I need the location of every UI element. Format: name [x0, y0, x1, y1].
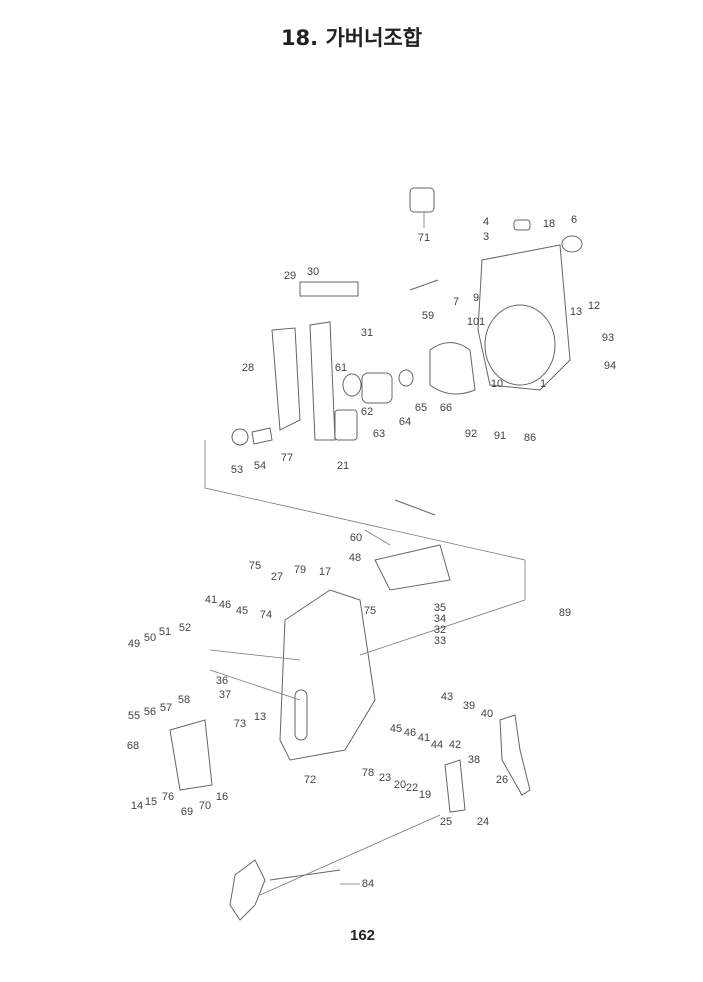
upper-housing [409, 187, 583, 391]
part-label-26: 26 [495, 774, 509, 786]
part-label-22: 22 [405, 782, 419, 794]
part-label-61: 61 [334, 362, 348, 374]
part-label-12: 12 [587, 300, 601, 312]
part-label-41: 41 [204, 594, 218, 606]
part-label-10: 10 [490, 378, 504, 390]
part-label-3: 3 [482, 231, 490, 243]
part-label-74: 74 [259, 609, 273, 621]
part-label-42: 42 [448, 739, 462, 751]
part-label-14: 14 [130, 800, 144, 812]
levers [231, 279, 439, 446]
part-label-28: 28 [241, 362, 255, 374]
leader-lines [204, 212, 526, 896]
part-label-71: 71 [417, 232, 431, 244]
part-label-20: 20 [393, 779, 407, 791]
part-label-43: 43 [440, 691, 454, 703]
part-label-86: 86 [523, 432, 537, 444]
part-label-46: 46 [218, 599, 232, 611]
part-label-52: 52 [178, 622, 192, 634]
part-label-38: 38 [467, 754, 481, 766]
part-label-50: 50 [143, 632, 157, 644]
part-label-69: 69 [180, 806, 194, 818]
part-label-62: 62 [360, 406, 374, 418]
part-label-91: 91 [493, 430, 507, 442]
part-label-78: 78 [361, 767, 375, 779]
part-label-6: 6 [570, 214, 578, 226]
part-label-63: 63 [372, 428, 386, 440]
part-label-56: 56 [143, 706, 157, 718]
part-label-75: 75 [363, 605, 377, 617]
part-label-53: 53 [230, 464, 244, 476]
part-label-73: 73 [233, 718, 247, 730]
part-label-49: 49 [127, 638, 141, 650]
part-label-34: 34 [433, 613, 447, 625]
part-label-1: 1 [539, 378, 547, 390]
part-label-57: 57 [159, 702, 173, 714]
part-label-76: 76 [161, 791, 175, 803]
lower-housing [169, 499, 531, 921]
part-label-55: 55 [127, 710, 141, 722]
part-label-9: 9 [472, 292, 480, 304]
part-label-13: 13 [253, 711, 267, 723]
part-label-93: 93 [601, 332, 615, 344]
part-label-33: 33 [433, 635, 447, 647]
part-label-18: 18 [542, 218, 556, 230]
part-label-24: 24 [476, 816, 490, 828]
page-number: 162 [350, 927, 376, 944]
part-label-66: 66 [439, 402, 453, 414]
part-label-70: 70 [198, 800, 212, 812]
part-label-77: 77 [280, 452, 294, 464]
part-label-39: 39 [462, 700, 476, 712]
part-label-94: 94 [603, 360, 617, 372]
part-label-13: 13 [569, 306, 583, 318]
part-label-46: 46 [403, 727, 417, 739]
part-label-54: 54 [253, 460, 267, 472]
part-label-72: 72 [303, 774, 317, 786]
part-label-41: 41 [417, 732, 431, 744]
part-label-27: 27 [270, 571, 284, 583]
part-label-89: 89 [558, 607, 572, 619]
part-label-45: 45 [235, 605, 249, 617]
part-label-40: 40 [480, 708, 494, 720]
part-label-17: 17 [318, 566, 332, 578]
page-title: 18. 가버너조합 [280, 26, 423, 50]
part-label-92: 92 [464, 428, 478, 440]
part-label-37: 37 [218, 689, 232, 701]
part-label-101: 101 [466, 316, 486, 328]
part-label-23: 23 [378, 772, 392, 784]
part-label-59: 59 [421, 310, 435, 322]
part-label-30: 30 [306, 266, 320, 278]
part-label-65: 65 [414, 402, 428, 414]
part-label-32: 32 [433, 624, 447, 636]
part-label-44: 44 [430, 739, 444, 751]
part-label-75: 75 [248, 560, 262, 572]
part-label-60: 60 [349, 532, 363, 544]
part-label-31: 31 [360, 327, 374, 339]
part-label-29: 29 [283, 270, 297, 282]
part-label-4: 4 [482, 216, 490, 228]
part-label-45: 45 [389, 723, 403, 735]
flyweight-assembly [342, 342, 476, 404]
part-label-48: 48 [348, 552, 362, 564]
part-label-58: 58 [177, 694, 191, 706]
part-label-36: 36 [215, 675, 229, 687]
part-label-35: 35 [433, 602, 447, 614]
part-label-68: 68 [126, 740, 140, 752]
part-label-19: 19 [418, 789, 432, 801]
part-label-79: 79 [293, 564, 307, 576]
part-label-25: 25 [439, 816, 453, 828]
part-label-7: 7 [452, 296, 460, 308]
part-label-15: 15 [144, 796, 158, 808]
part-label-51: 51 [158, 626, 172, 638]
part-label-84: 84 [361, 878, 375, 890]
part-label-21: 21 [336, 460, 350, 472]
part-label-16: 16 [215, 791, 229, 803]
part-label-64: 64 [398, 416, 412, 428]
